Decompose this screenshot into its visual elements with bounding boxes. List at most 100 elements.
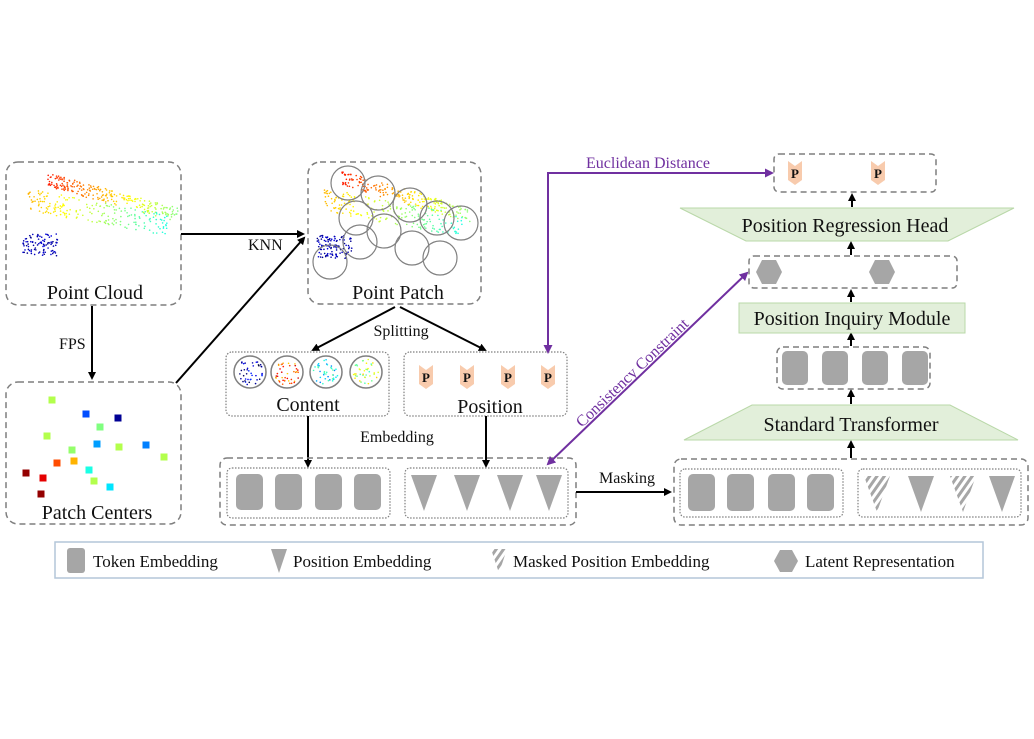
content-patch-circle	[349, 355, 383, 389]
position-inquiry-label: Position Inquiry Module	[754, 308, 951, 330]
patch-center-point	[85, 466, 93, 474]
token-embedding-icon	[768, 474, 795, 511]
fps-label: FPS	[59, 336, 86, 353]
masked-position-embedding-icon	[864, 476, 890, 512]
point-patch-scatter	[316, 171, 471, 260]
encoder-output-tokens	[782, 351, 928, 385]
patch-center-point	[90, 477, 98, 485]
token-embeddings	[236, 474, 381, 510]
point-cloud-node: Point Cloud	[5, 161, 182, 306]
legend-position-embedding-icon	[271, 549, 287, 573]
consistency-constraint-label: Consistency Constraint	[573, 315, 693, 431]
patch-center-point	[68, 446, 76, 454]
masking-label: Masking	[599, 470, 655, 487]
patch-center-point	[48, 396, 56, 404]
token-embedding-icon	[354, 474, 381, 510]
embedding-label: Embedding	[360, 429, 434, 446]
knn-label: KNN	[248, 237, 283, 254]
legend-masked-position-embedding-icon	[491, 549, 507, 573]
patch-center-point	[93, 440, 101, 448]
token-embedding-icon	[782, 351, 808, 385]
token-embedding-icon	[236, 474, 263, 510]
position-embedding-icon	[536, 475, 562, 511]
patch-circle	[366, 213, 402, 249]
position-tag-icon	[419, 365, 433, 389]
token-embedding-icon	[688, 474, 715, 511]
position-tag-letter: P	[874, 166, 882, 181]
patch-circle	[330, 165, 366, 201]
position-tag-icon	[501, 365, 515, 389]
content-patch-circle	[233, 355, 267, 389]
patch-circle	[422, 240, 458, 276]
fps-edge: FPS	[59, 306, 96, 380]
standard-transformer-label: Standard Transformer	[764, 414, 939, 436]
patch-center-point	[142, 441, 150, 449]
patch-center-point	[160, 453, 168, 461]
patch-center-point	[53, 459, 61, 467]
patch-center-point	[106, 483, 114, 491]
patch-center-point	[37, 490, 45, 498]
masked-row-token-embeddings	[688, 474, 834, 511]
embedding-row	[219, 457, 577, 526]
content-patches	[233, 355, 383, 389]
legend-token-embedding-label: Token Embedding	[93, 552, 218, 571]
patch-circle	[312, 244, 348, 280]
position-regression-head-label: Position Regression Head	[742, 215, 949, 237]
position-embedding-icon	[908, 476, 934, 512]
legend-masked-position-embedding-label: Masked Position Embedding	[513, 552, 710, 571]
patch-centers-label: Patch Centers	[42, 502, 153, 524]
splitting-edge: Splitting	[311, 306, 487, 351]
patch-center-point	[96, 423, 104, 431]
patch-circle	[419, 200, 455, 236]
patch-circle	[443, 205, 479, 241]
latent-hexagons	[756, 260, 895, 284]
patch-circle	[392, 187, 428, 223]
point-patch-node: Point Patch	[307, 161, 482, 305]
latent-representation-icon	[869, 260, 895, 284]
position-tag-letter: P	[791, 166, 799, 181]
splitting-label: Splitting	[373, 323, 428, 340]
position-embeddings	[411, 475, 562, 511]
legend-token-embedding-icon	[67, 548, 85, 573]
patch-center-point	[70, 457, 78, 465]
latent-representation-row	[748, 255, 958, 289]
patch-center-point	[114, 414, 122, 422]
patch-circles	[312, 165, 479, 280]
encoder-output-row	[776, 346, 931, 390]
token-embedding-icon	[807, 474, 834, 511]
patch-center-point	[43, 432, 51, 440]
token-embedding-icon	[902, 351, 928, 385]
patch-circle	[342, 224, 378, 260]
content-node: Content	[225, 351, 390, 417]
masked-embedding-row	[673, 458, 1029, 526]
position-tag-icon	[871, 161, 885, 185]
point-cloud-scatter	[22, 174, 179, 257]
position-tag-icon	[788, 161, 802, 185]
position-tag-icon	[460, 365, 474, 389]
position-label: Position	[457, 396, 523, 418]
position-inquiry-module: Position Inquiry Module	[738, 302, 966, 334]
standard-transformer-block: Standard Transformer	[683, 404, 1019, 441]
point-patch-label: Point Patch	[352, 282, 444, 304]
position-regression-head: Position Regression Head	[679, 207, 1015, 242]
patch-center-point	[22, 469, 30, 477]
point-cloud-label: Point Cloud	[47, 282, 143, 304]
masking-edge: Masking	[576, 470, 672, 496]
masked-row-position-embeddings	[864, 476, 1015, 512]
position-embedding-icon	[454, 475, 480, 511]
euclidean-distance-edge: Euclidean Distance	[543, 155, 774, 354]
patch-center-point	[39, 474, 47, 482]
position-tag-letter: P	[504, 370, 512, 385]
token-embedding-icon	[315, 474, 342, 510]
token-embedding-icon	[822, 351, 848, 385]
position-embedding-icon	[989, 476, 1015, 512]
legend: Token Embedding Position Embedding Maske…	[54, 541, 984, 579]
legend-position-embedding-label: Position Embedding	[293, 552, 432, 571]
legend-latent-representation-icon	[774, 550, 798, 572]
position-embedding-icon	[497, 475, 523, 511]
euclidean-distance-label: Euclidean Distance	[586, 155, 710, 172]
